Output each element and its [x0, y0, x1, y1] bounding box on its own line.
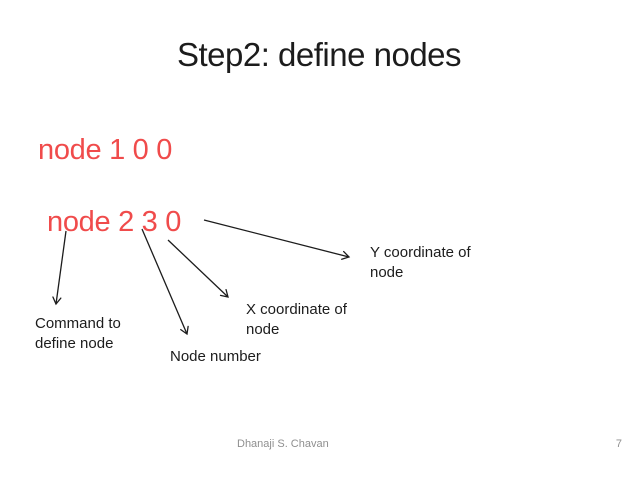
label-command-to-define-node: Command to define node — [35, 315, 121, 353]
label-x-coordinate: X coordinate of node — [246, 301, 347, 339]
arrow-x-coordinate-icon — [167, 239, 229, 298]
footer-author: Dhanaji S. Chavan — [237, 438, 329, 450]
label-node-number: Node number — [170, 348, 261, 365]
page-number: 7 — [615, 438, 622, 450]
slide-title: Step2: define nodes — [176, 36, 462, 73]
code-line-node-2: node 2 3 0 — [47, 206, 182, 238]
arrow-command-icon — [52, 230, 67, 306]
code-line-node-1: node 1 0 0 — [38, 134, 173, 166]
arrow-node-number-icon — [141, 228, 189, 336]
arrow-y-coordinate-icon — [203, 219, 351, 260]
label-y-coordinate: Y coordinate of node — [370, 244, 471, 282]
